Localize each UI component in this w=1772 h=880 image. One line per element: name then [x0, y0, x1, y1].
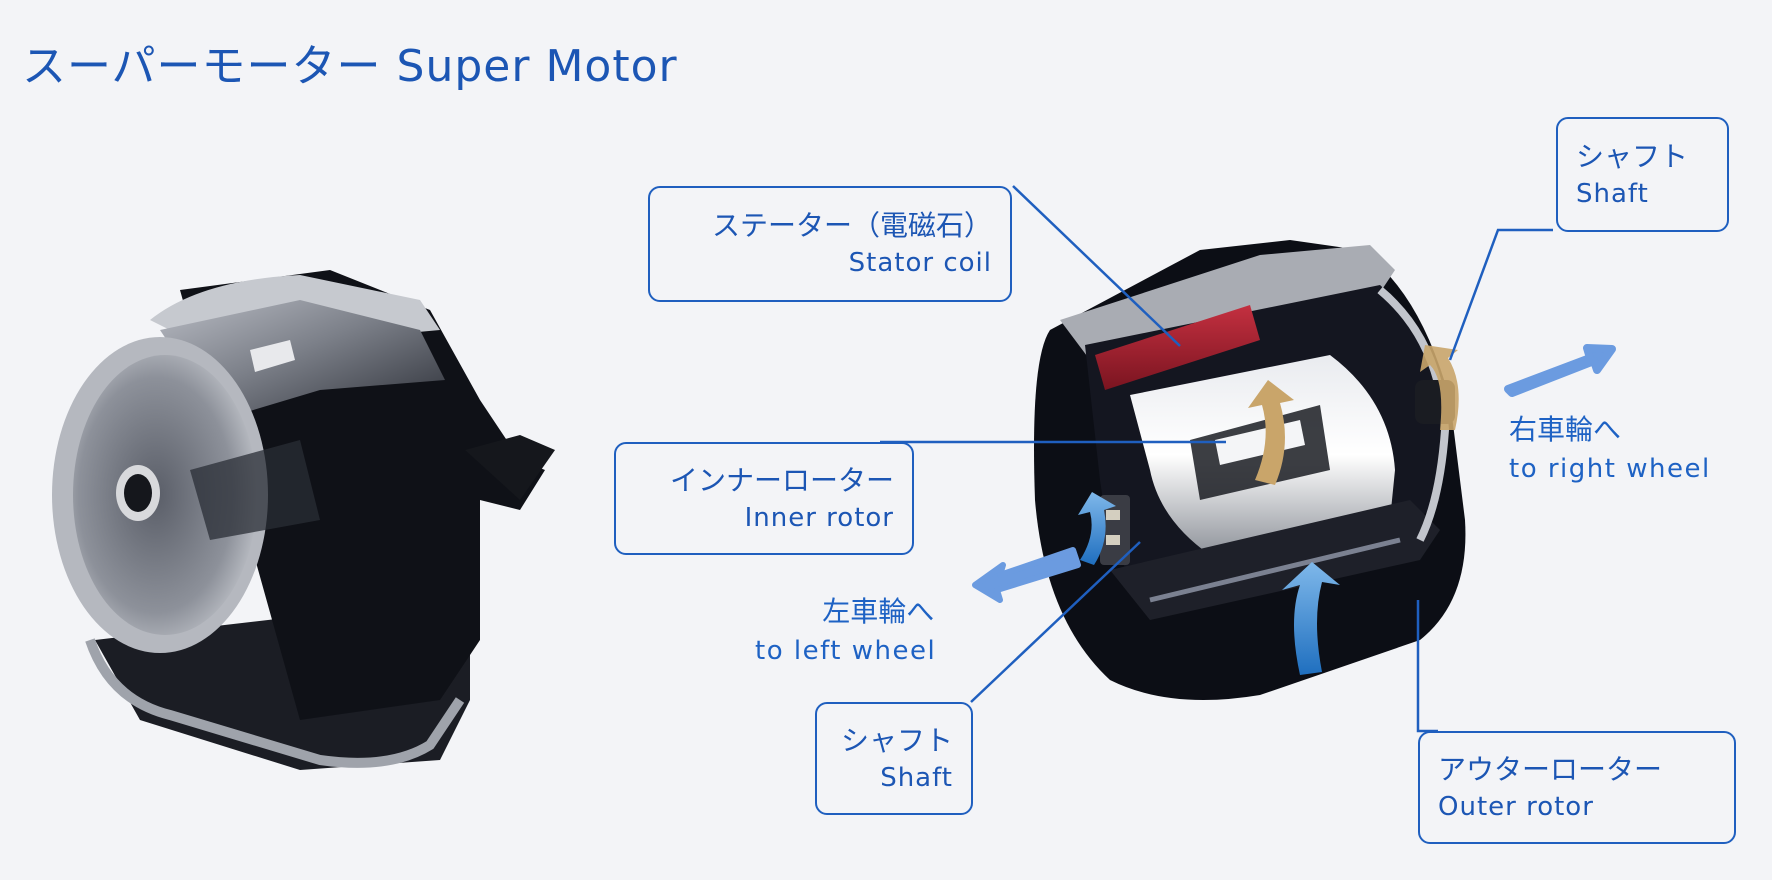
- leader-stator: [1012, 185, 1181, 347]
- inner-rotor-en-label: Inner rotor: [744, 502, 894, 533]
- shaft-right-jp-label: シャフト: [1576, 139, 1689, 173]
- callout-inner-rotor: インナーローター Inner rotor: [614, 442, 914, 555]
- right-wheel-jp-label: 右車輪へ: [1509, 413, 1622, 446]
- left-wheel-en-label: to left wheel: [755, 636, 937, 666]
- right-wheel-en-label: to right wheel: [1509, 454, 1711, 484]
- callout-shaft-right: シャフト Shaft: [1556, 117, 1729, 232]
- callout-outer-rotor: アウターローター Outer rotor: [1418, 731, 1736, 844]
- shaft-left-jp-label: シャフト: [840, 723, 953, 757]
- outer-rotor-jp-label: アウターローター: [1438, 752, 1663, 786]
- left-wheel-jp-label: 左車輪へ: [822, 595, 935, 628]
- label-to-right-wheel: 右車輪へ to right wheel: [1509, 410, 1711, 488]
- arrow-to-right-wheel-icon: [1504, 344, 1616, 397]
- callout-shaft-left: シャフト Shaft: [815, 702, 973, 815]
- motor-housing-image: [52, 270, 555, 770]
- stator-en-label: Stator coil: [848, 248, 992, 278]
- shaft-right-en-label: Shaft: [1576, 178, 1649, 209]
- arrow-to-left-wheel-icon: [972, 547, 1081, 603]
- motor-cutaway-image: [1034, 240, 1466, 700]
- leader-shaft-right: [1448, 228, 1553, 361]
- outer-rotor-en-label: Outer rotor: [1438, 791, 1594, 822]
- stator-jp-label: ステーター（電磁石）: [711, 209, 992, 242]
- shaft-left-en-label: Shaft: [880, 762, 953, 793]
- leader-shaft-left: [970, 541, 1141, 703]
- label-to-left-wheel: 左車輪へ to left wheel: [755, 592, 936, 670]
- inner-rotor-jp-label: インナーローター: [669, 463, 894, 497]
- page-title: スーパーモーター Super Motor: [22, 41, 678, 92]
- callout-stator-coil: ステーター（電磁石） Stator coil: [648, 186, 1012, 302]
